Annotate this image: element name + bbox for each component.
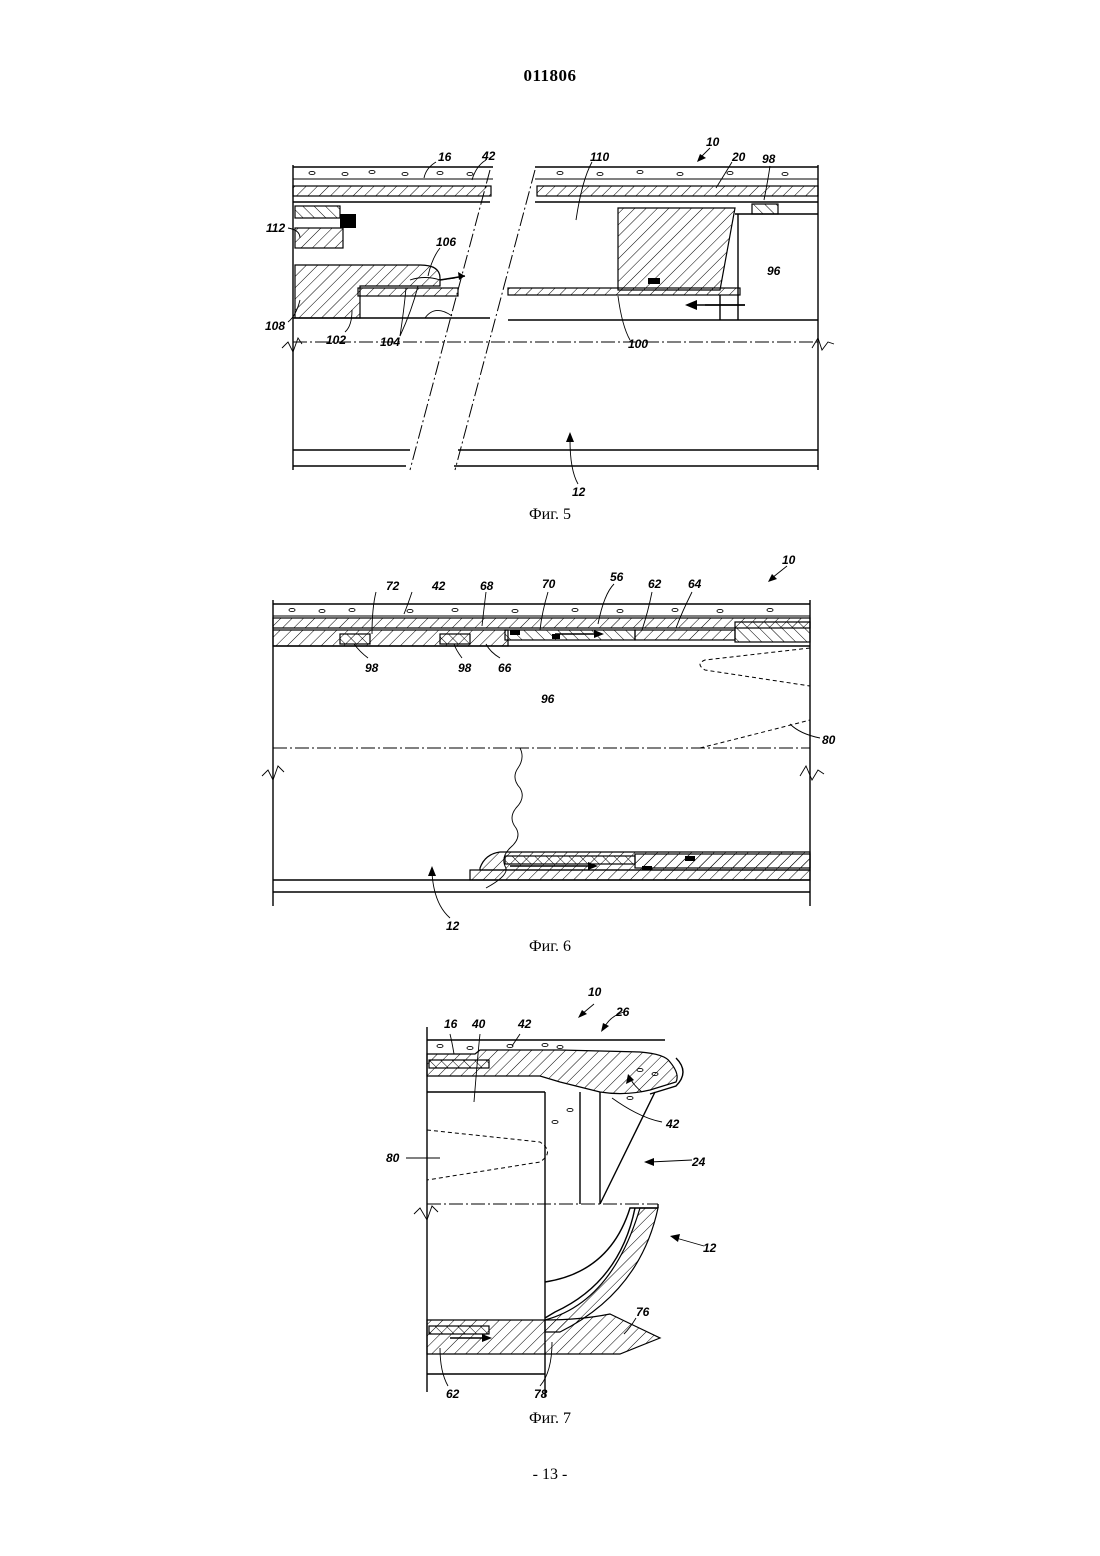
ref-16: 16 — [444, 1017, 458, 1031]
ref-24: 24 — [691, 1155, 706, 1169]
figure-7-caption: Фиг. 7 — [0, 1410, 1100, 1428]
ref-98-left: 98 — [365, 661, 379, 675]
document-number: 011806 — [0, 66, 1100, 86]
ref-72: 72 — [386, 579, 400, 593]
ref-108: 108 — [265, 319, 285, 333]
figure-6-caption: Фиг. 6 — [0, 938, 1100, 956]
ref-100: 100 — [628, 337, 648, 351]
ref-40: 40 — [471, 1017, 486, 1031]
ref-68: 68 — [480, 579, 494, 593]
ref-70: 70 — [542, 577, 556, 591]
figure-5-caption: Фиг. 5 — [0, 506, 1100, 524]
ref-42: 42 — [481, 149, 496, 163]
ref-26: 26 — [615, 1005, 630, 1019]
cement-dots — [289, 608, 773, 612]
ref-16: 16 — [438, 150, 452, 164]
ref-106: 106 — [436, 235, 456, 249]
ref-12: 12 — [703, 1241, 717, 1255]
ref-42: 42 — [431, 579, 446, 593]
ref-42-side: 42 — [665, 1117, 680, 1131]
ref-80: 80 — [822, 733, 836, 747]
figure-6: 72 42 68 70 56 62 64 10 98 98 66 96 80 1… — [0, 548, 1100, 968]
ref-98-right: 98 — [458, 661, 472, 675]
ref-80: 80 — [386, 1151, 400, 1165]
ref-96: 96 — [541, 692, 555, 706]
ref-42-top: 42 — [517, 1017, 532, 1031]
ref-112: 112 — [266, 221, 285, 235]
figure-7: 10 26 16 40 42 42 80 24 12 76 62 78 Фиг.… — [0, 982, 1100, 1432]
ref-110: 110 — [590, 150, 609, 164]
page-number: - 13 - — [0, 1466, 1100, 1484]
ref-78: 78 — [534, 1387, 548, 1401]
ref-62: 62 — [648, 577, 662, 591]
ref-56: 56 — [610, 570, 624, 584]
ref-62: 62 — [446, 1387, 460, 1401]
ref-76: 76 — [636, 1305, 650, 1319]
ref-20: 20 — [731, 150, 746, 164]
ref-66: 66 — [498, 661, 512, 675]
ref-96: 96 — [767, 264, 781, 278]
ref-10: 10 — [706, 135, 720, 149]
figure-7-drawing: 10 26 16 40 42 42 80 24 12 76 62 78 — [0, 982, 1100, 1432]
ref-64: 64 — [688, 577, 702, 591]
ref-10: 10 — [782, 553, 796, 567]
ref-12: 12 — [572, 485, 586, 499]
ref-104: 104 — [380, 335, 400, 349]
ref-102: 102 — [326, 333, 346, 347]
ref-12: 12 — [446, 919, 460, 933]
ref-98: 98 — [762, 152, 776, 166]
figure-5-drawing: 16 42 110 10 20 98 112 106 96 108 102 10… — [0, 130, 1100, 530]
figure-6-drawing: 72 42 68 70 56 62 64 10 98 98 66 96 80 1… — [0, 548, 1100, 968]
figure-5: 16 42 110 10 20 98 112 106 96 108 102 10… — [0, 130, 1100, 530]
ref-10: 10 — [588, 985, 602, 999]
cement-dots — [309, 170, 788, 175]
